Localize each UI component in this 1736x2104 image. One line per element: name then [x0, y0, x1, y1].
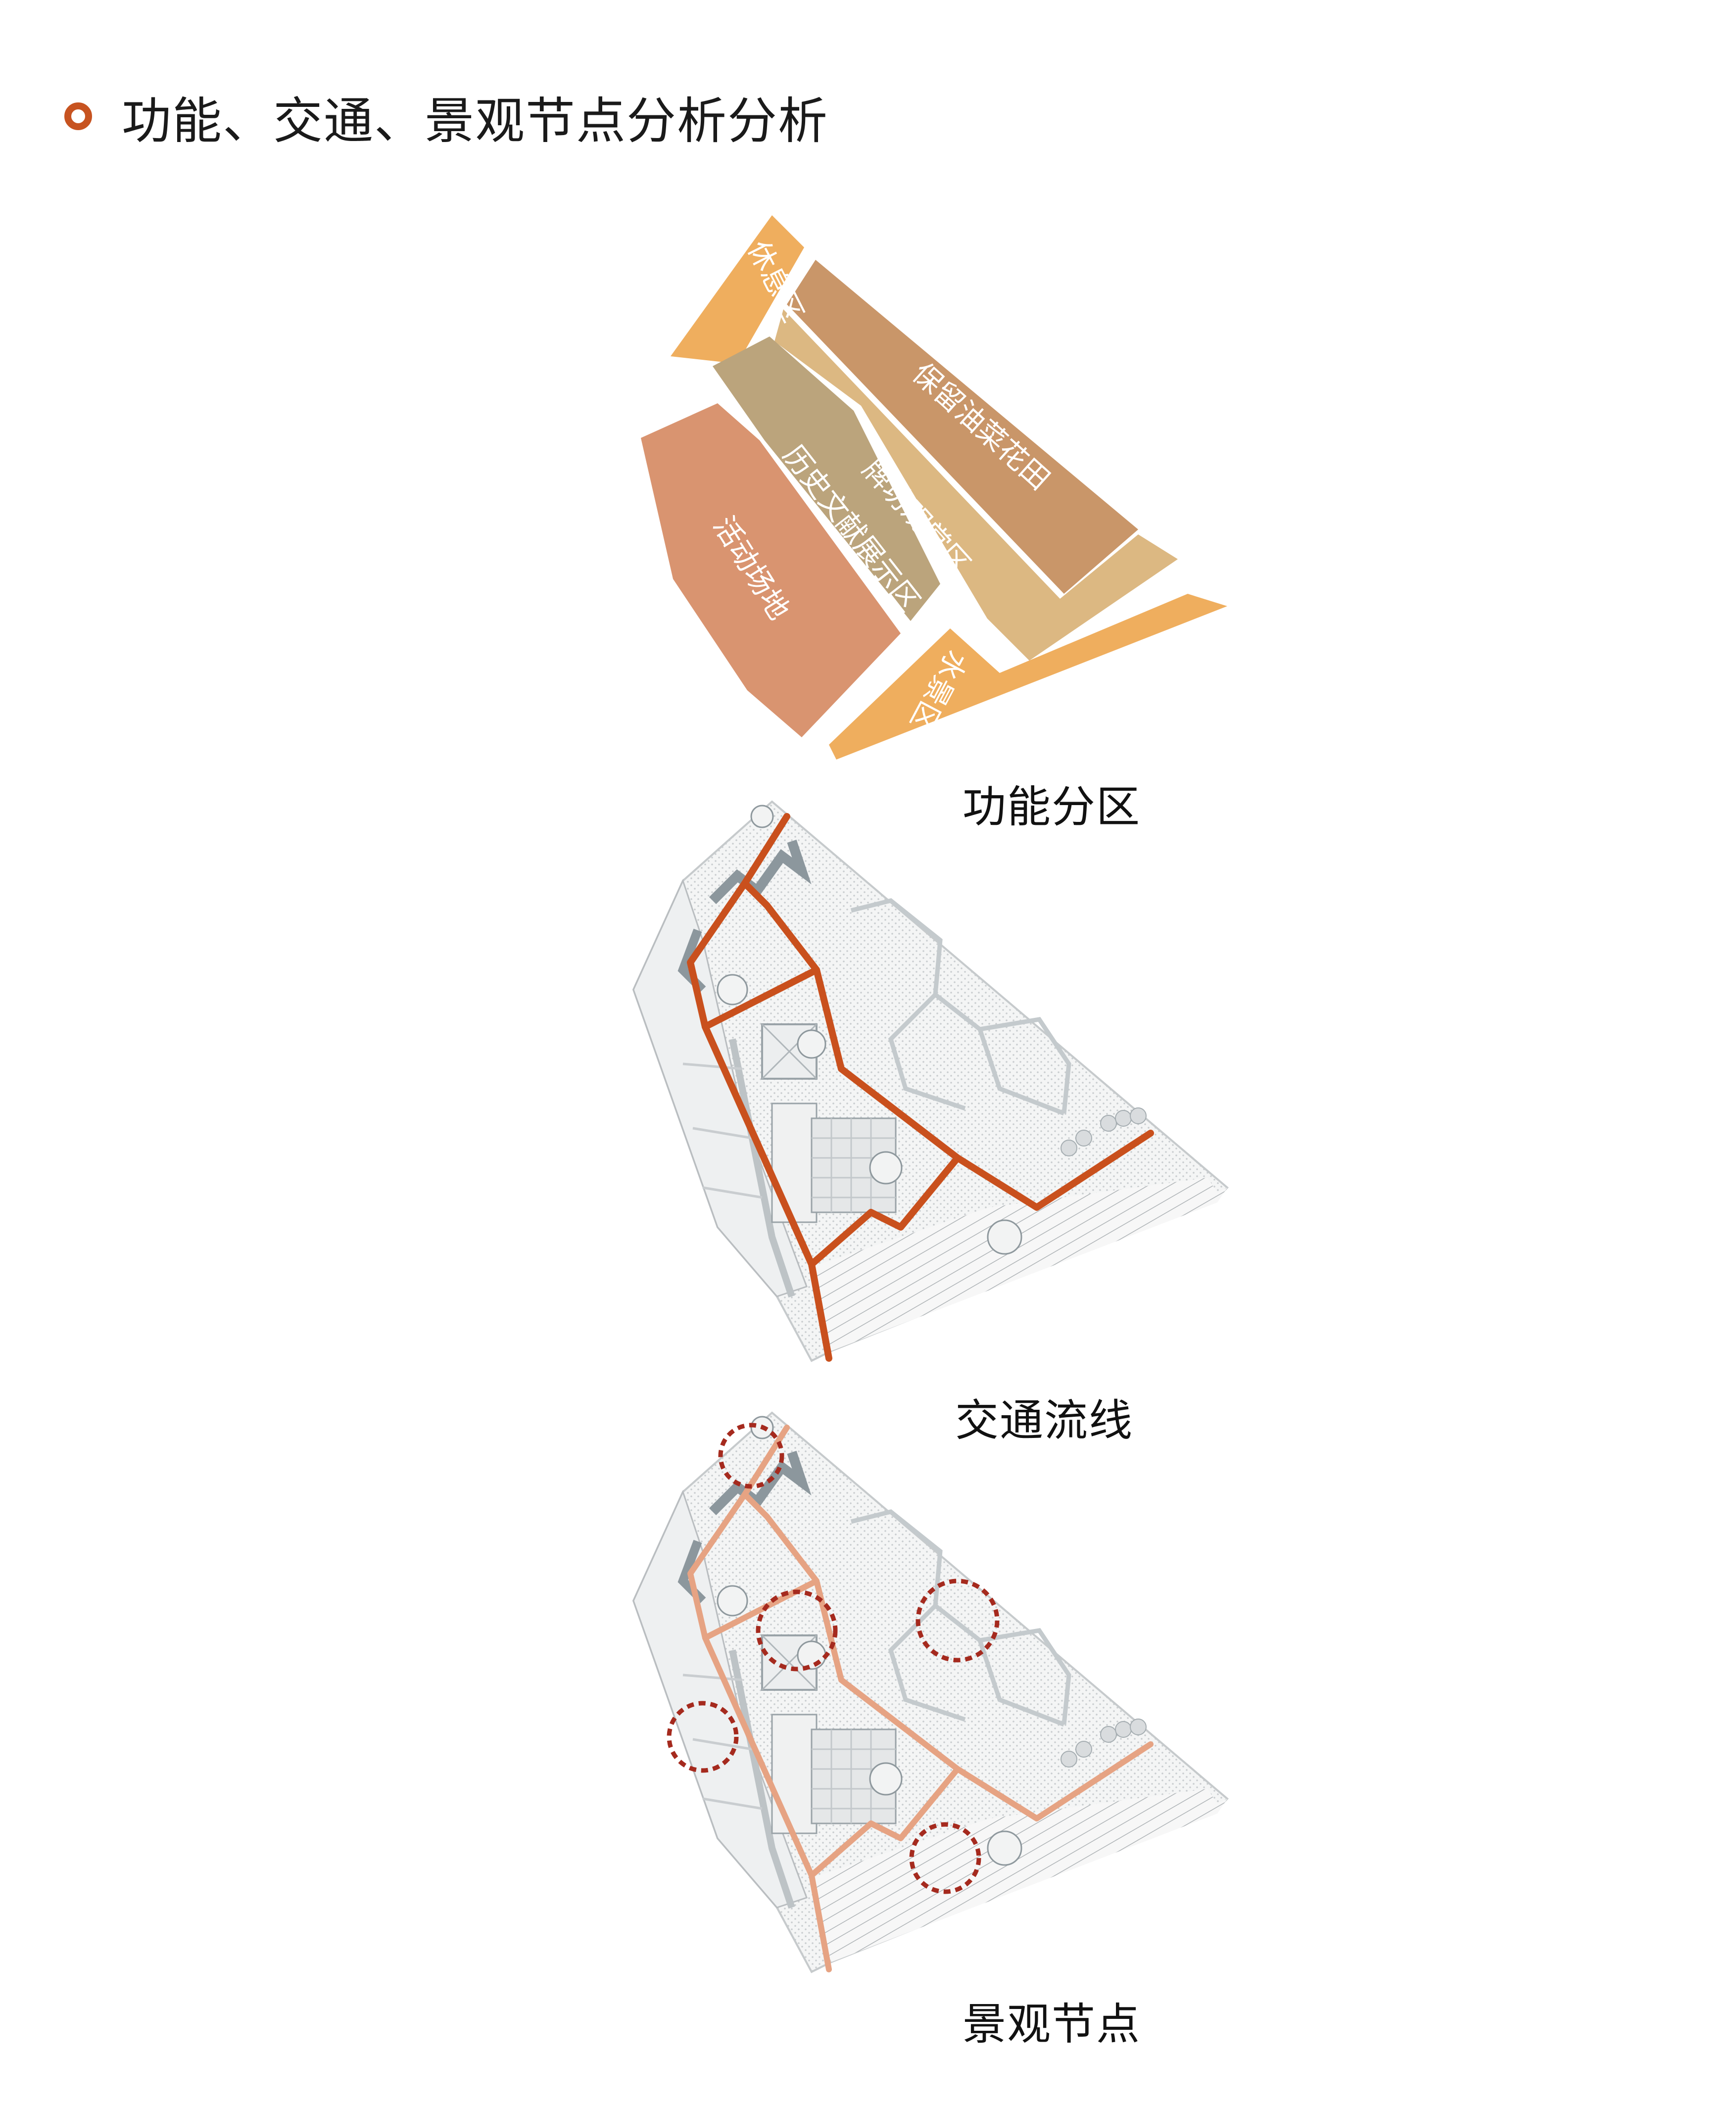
function-zoning-map: 休息区 保留油菜花田 牌坊观赏区 历史文献展示区 活动场地 水景区 [641, 215, 1227, 760]
landscape-nodes-map [633, 1413, 1227, 1972]
faded-routes [687, 1425, 1154, 1972]
landscape-node [718, 1423, 784, 1489]
landscape-node [667, 1701, 739, 1773]
page-title: 功能、交通、景观节点分析分析 [122, 93, 828, 149]
landscape-node [916, 1578, 1000, 1663]
zone-activity-plaza [641, 403, 901, 737]
zone-rest-area [671, 215, 804, 364]
zone-archway-viewing [774, 309, 1178, 661]
landscape-node [909, 1822, 981, 1894]
zone-water-feature [829, 594, 1227, 760]
traffic-map-caption: 交通流线 [955, 1396, 1134, 1445]
zone-history-exhibit [713, 336, 940, 621]
zone-rapeseed-field [787, 260, 1138, 594]
traffic-routes [687, 813, 1154, 1362]
landscape-map-caption: 景观节点 [963, 2000, 1141, 2049]
function-map-caption: 功能分区 [963, 782, 1141, 831]
page-header: 功能、交通、景观节点分析分析 [64, 79, 828, 153]
landscape-node [756, 1589, 838, 1672]
traffic-flow-map [633, 802, 1227, 1361]
landscape-node-rings [667, 1423, 1000, 1894]
